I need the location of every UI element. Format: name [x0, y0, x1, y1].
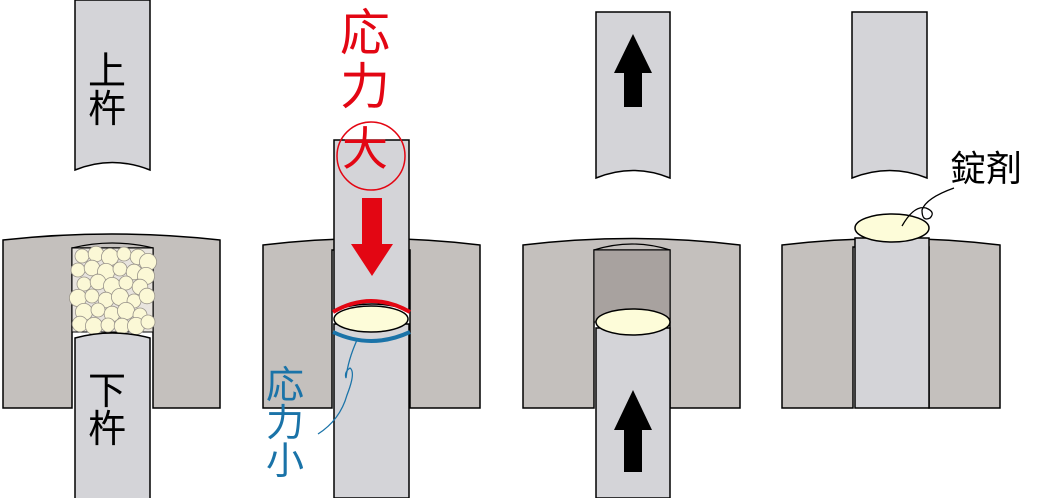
- tablet-label: 錠剤: [950, 149, 1023, 190]
- upper-punch: [74, 0, 151, 172]
- powder-particle: [74, 248, 90, 264]
- label-char: 力: [340, 58, 390, 116]
- powder-particle: [84, 288, 100, 304]
- label-char: 下: [88, 369, 127, 413]
- compression-arrow-icon: [351, 198, 393, 276]
- die: [262, 237, 481, 409]
- powder-particle: [85, 316, 104, 335]
- powder-particle: [138, 287, 156, 305]
- stress-large-circle: [336, 121, 406, 191]
- powder-particle: [70, 262, 86, 278]
- up-arrow-icon: [614, 390, 652, 472]
- label-char: 小: [266, 439, 305, 483]
- label-char: 応: [340, 4, 390, 62]
- tablet-leader: [901, 187, 955, 227]
- lower-punch: [74, 332, 151, 498]
- powder-particle: [100, 317, 116, 333]
- label-char: 杵: [88, 87, 127, 131]
- label-char: 杵: [88, 407, 127, 451]
- powder-particle: [76, 276, 92, 292]
- powder-particle: [90, 302, 106, 318]
- lower-punch-label: 下 杵: [88, 372, 126, 448]
- upper-punch-label: 上 杵: [88, 52, 126, 128]
- powder-particle: [112, 261, 128, 277]
- label-char: 応: [266, 363, 305, 407]
- tablet: [595, 308, 671, 336]
- tablet: [854, 213, 930, 243]
- stress-small-leader: [317, 339, 358, 435]
- stress-line-large: [331, 299, 411, 314]
- lower-punch: [333, 323, 410, 498]
- powder-particles: [69, 245, 157, 335]
- powder-particle: [116, 246, 132, 262]
- powder-particle: [118, 275, 134, 291]
- upper-punch: [851, 11, 928, 180]
- label-char: 大: [342, 122, 388, 176]
- stress-small-label: 応 力 小: [266, 366, 304, 480]
- stage-compression: [262, 121, 481, 498]
- up-arrow-icon: [614, 34, 652, 107]
- stress-line-small: [332, 330, 411, 343]
- stress-large-label: 応 力 大: [340, 8, 390, 172]
- label-char: 上: [88, 49, 127, 93]
- powder-particle: [117, 301, 136, 320]
- stage-ejection-end: [781, 11, 1001, 409]
- stage-filling: [2, 0, 221, 498]
- tablet: [333, 305, 409, 333]
- stage-ejection-start: [522, 11, 741, 498]
- lower-punch: [854, 237, 930, 409]
- powder-particle: [140, 314, 156, 330]
- label-char: 力: [266, 401, 305, 445]
